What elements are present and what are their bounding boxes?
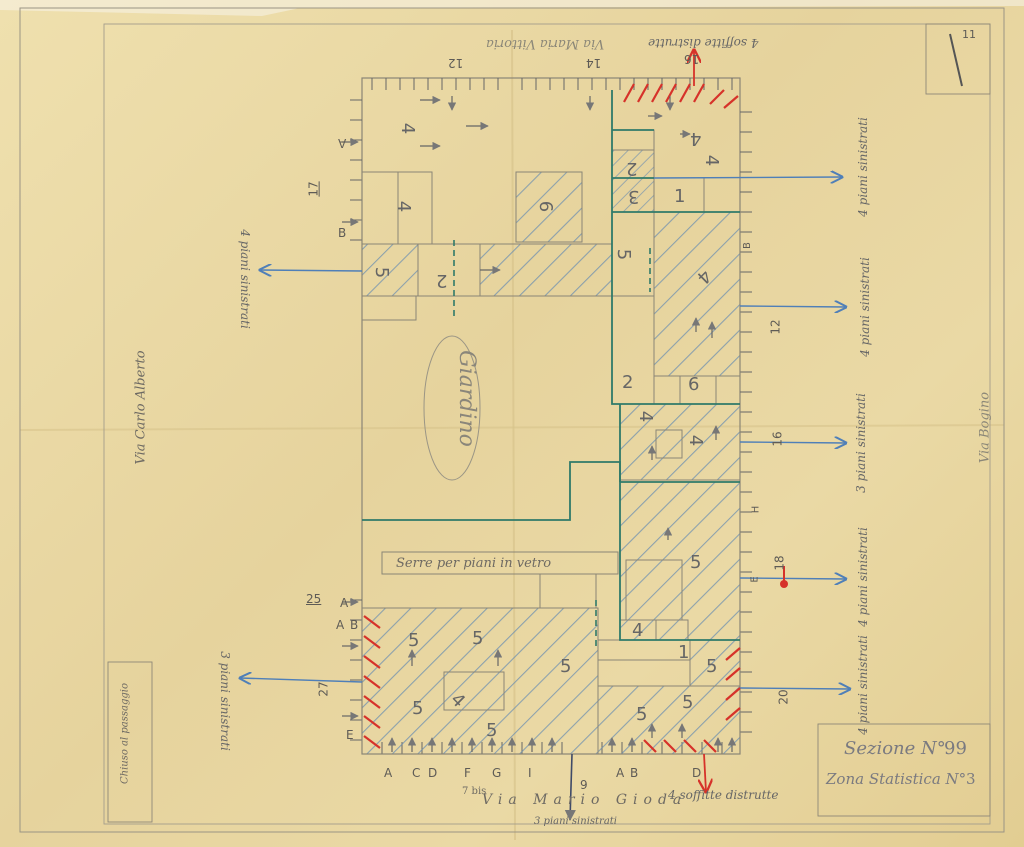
note-south-1: 3 piani sinistrati bbox=[534, 816, 617, 827]
stamp-section-label: Sezione N° bbox=[844, 738, 946, 759]
row-letter: A bbox=[616, 766, 625, 780]
note-west-1: 4 piani sinistrati bbox=[238, 229, 252, 329]
note-west-2: 3 piani sinistrati bbox=[218, 651, 232, 751]
row-letter: E bbox=[749, 576, 761, 583]
row-letter: A bbox=[338, 136, 347, 150]
floor-count: 4 bbox=[685, 434, 707, 447]
floor-count: 5 bbox=[408, 630, 420, 651]
floor-count: 4 bbox=[397, 122, 419, 135]
floor-count: 4 bbox=[632, 620, 644, 641]
floor-count: 5 bbox=[472, 628, 484, 649]
floor-count: 6 bbox=[688, 374, 700, 395]
civic-east-12: 12 bbox=[768, 319, 783, 335]
row-letter: B bbox=[350, 618, 359, 632]
floor-count: 5 bbox=[690, 552, 702, 573]
civic-west-27: 27 bbox=[316, 681, 331, 697]
street-west: Via Carlo Alberto bbox=[133, 350, 149, 465]
civic-north-14: 14 bbox=[586, 56, 602, 70]
civic-north-12: 12 bbox=[448, 56, 464, 70]
floor-count: 2 bbox=[436, 270, 448, 291]
floor-count: 5 bbox=[613, 248, 635, 261]
note-east-1: 4 piani sinistrati bbox=[856, 117, 870, 217]
floor-count: 2 bbox=[626, 158, 638, 179]
row-letter: B bbox=[741, 242, 753, 249]
west-margin-note: Chiuso al passaggio bbox=[119, 683, 131, 785]
floor-count: 4 bbox=[635, 410, 657, 423]
street-north: Via Maria Vittoria bbox=[486, 36, 605, 51]
stamp-zone-label: Zona Statistica N° bbox=[826, 770, 967, 788]
row-letter: A bbox=[384, 766, 393, 780]
civic-east-16: 16 bbox=[770, 431, 785, 447]
floor-count: 2 bbox=[622, 372, 634, 393]
row-letter: A bbox=[340, 596, 349, 610]
row-letter: B bbox=[338, 226, 347, 240]
row-letter: I bbox=[528, 766, 532, 780]
street-east: Via Bogino bbox=[977, 391, 993, 464]
floor-count: 4 bbox=[393, 200, 415, 213]
civic-north-16: 16 bbox=[684, 52, 700, 66]
floor-count: 4 bbox=[701, 154, 723, 167]
floor-count: 5 bbox=[682, 692, 694, 713]
floor-count: 5 bbox=[636, 704, 648, 725]
civic-west-25: 25 bbox=[306, 592, 322, 606]
row-letter: E bbox=[346, 728, 354, 742]
street-south-prefix: 7 bis bbox=[462, 786, 487, 797]
civic-east-20: 20 bbox=[776, 689, 791, 705]
note-south-2: 4 soffitte distrutte bbox=[668, 788, 779, 802]
civic-west-17: 17 bbox=[306, 181, 321, 197]
greenhouse-label: Serre per piani in vetro bbox=[396, 556, 552, 571]
floor-count: 5 bbox=[560, 656, 572, 677]
floor-count: 3 bbox=[628, 186, 640, 207]
civic-east-18: 18 bbox=[772, 555, 787, 571]
row-letter: C bbox=[412, 766, 421, 780]
row-letter: A bbox=[336, 618, 345, 632]
civic-south-9: 9 bbox=[580, 778, 588, 792]
row-letter: B bbox=[630, 766, 639, 780]
street-south: Via Mario Gioda bbox=[482, 792, 688, 808]
row-letter: H bbox=[750, 505, 762, 514]
stamp-zone-number: 3 bbox=[966, 770, 976, 788]
floor-count: 5 bbox=[412, 698, 424, 719]
garden-label: Giardino bbox=[453, 350, 479, 447]
floor-count: 1 bbox=[674, 186, 686, 207]
stamp-section-number: 99 bbox=[944, 738, 967, 759]
floor-count: 5 bbox=[371, 266, 393, 279]
floor-count: 1 bbox=[678, 642, 690, 663]
floor-count: 5 bbox=[706, 656, 718, 677]
floor-count: 4 bbox=[690, 128, 702, 149]
note-east-5: 4 piani sinistrati bbox=[856, 635, 870, 735]
row-letter: D bbox=[428, 766, 438, 780]
note-east-3: 3 piani sinistrati bbox=[854, 393, 868, 493]
corner-mark: 11 bbox=[962, 28, 976, 41]
row-letter: D bbox=[692, 766, 702, 780]
floor-count: 6 bbox=[535, 200, 557, 213]
row-letter: F bbox=[464, 766, 471, 780]
note-north-top: 4 soffitte distrutte bbox=[648, 36, 759, 50]
floor-count: 5 bbox=[486, 720, 498, 741]
note-east-4: 4 piani sinistrati bbox=[856, 527, 870, 627]
row-letter: G bbox=[492, 766, 502, 780]
note-east-2: 4 piani sinistrati bbox=[858, 257, 872, 357]
